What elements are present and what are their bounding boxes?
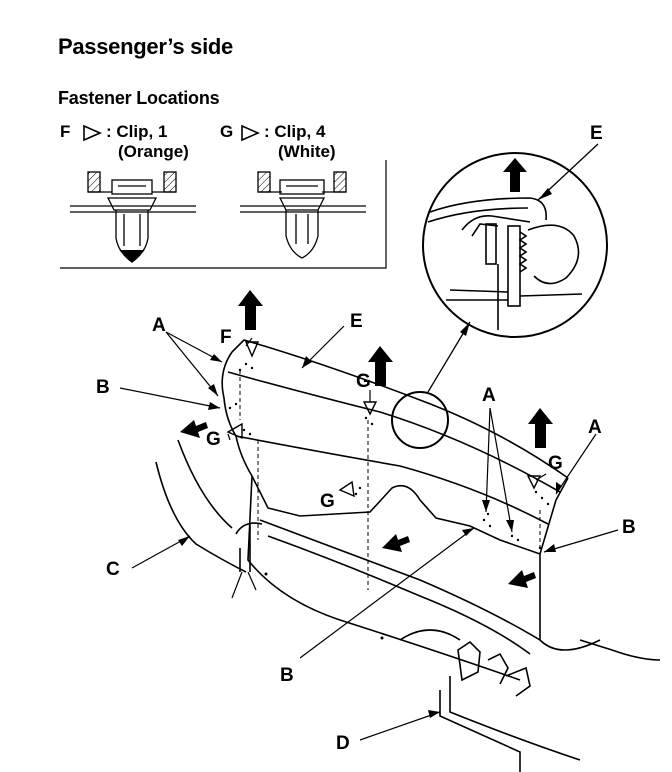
clip-g-letter: G (220, 122, 234, 141)
page-title: Passenger’s side (58, 34, 233, 59)
label-c: C (106, 559, 120, 580)
clip-g-triangle-icon (241, 124, 260, 142)
label-a-left: A (152, 315, 166, 336)
label-g-right: G (548, 453, 563, 474)
clip-f-triangle-icon (83, 124, 102, 142)
label-a-right: A (482, 385, 496, 406)
label-b-left: B (96, 377, 110, 398)
label-g-middle: G (320, 491, 335, 512)
clip-f-color: (Orange) (118, 142, 189, 161)
panel-clip-triangles (226, 341, 542, 498)
label-b-bottom: B (280, 665, 294, 686)
label-g-top: G (356, 371, 371, 392)
clip-g-color: (White) (278, 142, 336, 161)
clip-f-letter: F (60, 122, 71, 141)
label-d: D (336, 733, 350, 754)
clip-g-illustration (240, 171, 366, 259)
trim-panel (155, 339, 661, 772)
fastener-box-frame (60, 160, 387, 269)
clip-f-illustration (70, 171, 196, 263)
clip-spots (228, 362, 550, 640)
label-g-left: G (206, 429, 221, 450)
hidden-lines (239, 370, 541, 640)
fastener-locations-title: Fastener Locations (58, 88, 220, 108)
label-a-far-right: A (588, 417, 602, 438)
detail-circle (422, 152, 608, 338)
label-e-panel: E (350, 311, 363, 332)
label-f: F (220, 327, 232, 348)
pull-arrows (238, 290, 553, 448)
label-b-right: B (622, 517, 636, 538)
clip-f-text: : Clip, 1 (106, 122, 168, 141)
clip-g-text: : Clip, 4 (264, 122, 326, 141)
small-direction-arrows (180, 420, 536, 588)
location-circle (391, 391, 449, 449)
leader-arrowheads (178, 354, 562, 718)
detail-pull-arrow-icon (503, 158, 527, 192)
label-e-detail: E (590, 123, 603, 144)
